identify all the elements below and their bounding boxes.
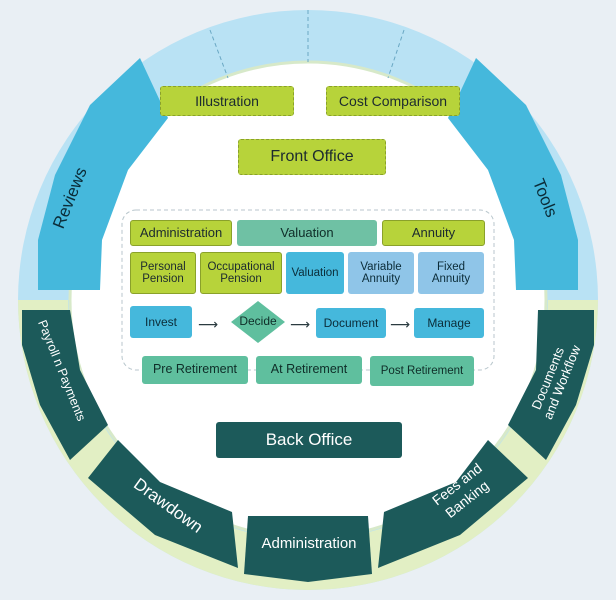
diamond-shape xyxy=(231,301,285,343)
annuity-box[interactable]: Annuity xyxy=(382,220,485,246)
illustration-box[interactable]: Illustration xyxy=(160,86,294,116)
fees-banking-segment[interactable] xyxy=(378,440,528,568)
administration-segment[interactable] xyxy=(244,516,372,582)
decide-label: Decide xyxy=(239,314,277,328)
payroll-segment[interactable] xyxy=(22,310,108,460)
arrow-icon: ⟶ xyxy=(198,316,219,332)
back-office-box[interactable]: Back Office xyxy=(216,422,402,458)
reviews-segment[interactable] xyxy=(38,58,168,290)
occupational-pension-box[interactable]: Occupational Pension xyxy=(200,252,282,294)
administration-ring-label: Administration xyxy=(261,535,356,552)
post-retirement-box[interactable]: Post Retirement xyxy=(370,356,474,386)
pre-retirement-box[interactable]: Pre Retirement xyxy=(142,356,248,384)
invest-box[interactable]: Invest xyxy=(130,306,192,338)
drawdown-segment[interactable] xyxy=(88,440,238,568)
variable-annuity-box[interactable]: Variable Annuity xyxy=(348,252,414,294)
front-office-box[interactable]: Front Office xyxy=(238,139,386,175)
fixed-annuity-box[interactable]: Fixed Annuity xyxy=(418,252,484,294)
manage-box[interactable]: Manage xyxy=(414,308,484,338)
tools-segment[interactable] xyxy=(448,58,578,290)
document-box[interactable]: Document xyxy=(316,308,386,338)
valuation-header-box[interactable]: Valuation xyxy=(237,220,377,246)
arrow-icon: ⟶ xyxy=(390,316,411,332)
arrow-icon: ⟶ xyxy=(290,316,311,332)
cost-comparison-box[interactable]: Cost Comparison xyxy=(326,86,460,116)
documents-workflow-segment[interactable] xyxy=(508,310,594,460)
administration-box[interactable]: Administration xyxy=(130,220,232,246)
at-retirement-box[interactable]: At Retirement xyxy=(256,356,362,384)
valuation-box[interactable]: Valuation xyxy=(286,252,344,294)
decide-diamond[interactable]: Decide xyxy=(230,300,286,344)
personal-pension-box[interactable]: Personal Pension xyxy=(130,252,196,294)
inner-disc xyxy=(70,62,546,538)
